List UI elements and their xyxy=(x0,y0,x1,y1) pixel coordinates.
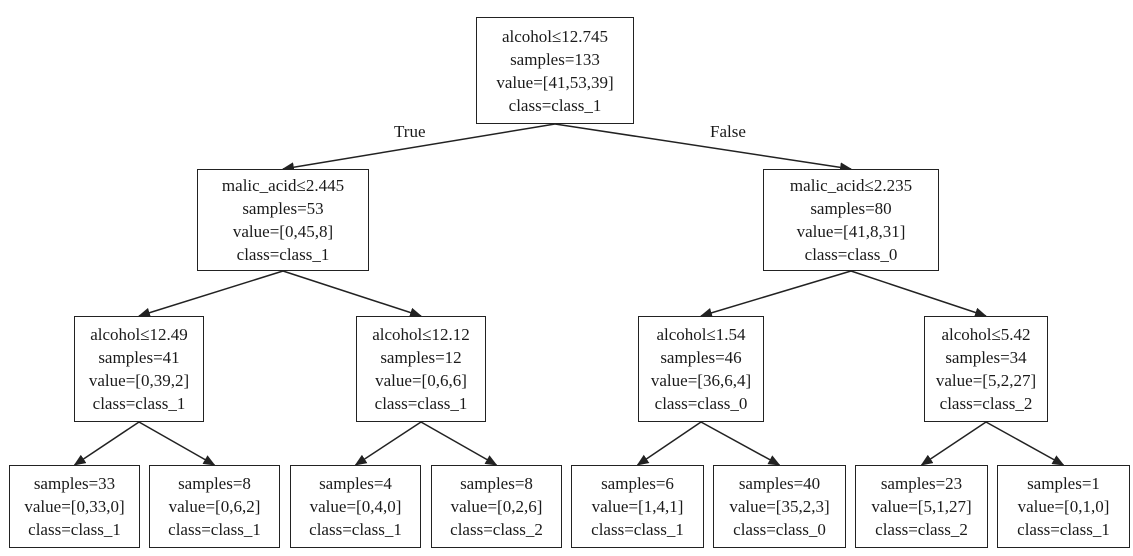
edge-root-r xyxy=(554,123,852,173)
edge-ll-lll xyxy=(73,421,140,466)
node-line: alcohol≤12.49 xyxy=(90,325,188,344)
node-line: samples=133 xyxy=(510,49,600,69)
node-rr: alcohol≤5.42 samples=34 value=[5,2,27] clas… xyxy=(924,316,1048,422)
edge-l-lr xyxy=(282,270,422,318)
node-line: class=class_2 xyxy=(939,394,1033,413)
node-line: samples=40 xyxy=(738,474,821,493)
edge-rr-rrr xyxy=(985,421,1065,466)
edge-rr-rrl xyxy=(920,421,987,466)
node-line: samples=80 xyxy=(810,199,892,218)
node-line: class=class_2 xyxy=(450,520,543,539)
node-line: malic_acid≤2.445 xyxy=(221,176,345,195)
node-rll: samples=6 value=[1,4,1] class=class_1 xyxy=(571,465,704,548)
node-line: samples=12 xyxy=(380,348,462,367)
node-line: class=class_1 xyxy=(92,394,186,413)
node-line: class=class_1 xyxy=(374,394,468,413)
node-rrr: samples=1 value=[0,1,0] class=class_1 xyxy=(997,465,1130,548)
node-l: malic_acid≤2.445 samples=53 value=[0,45,8]… xyxy=(197,169,369,271)
node-line: value=[1,4,1] xyxy=(591,497,684,516)
edge-r-rl xyxy=(700,270,852,318)
node-line: class=class_0 xyxy=(804,245,898,264)
node-line: samples=8 xyxy=(178,474,251,493)
node-lr: alcohol≤12.12 samples=12 value=[0,6,6] clas… xyxy=(356,316,486,422)
node-line: class=class_1 xyxy=(591,520,684,539)
edge-rl-rll xyxy=(636,421,702,466)
node-line: value=[41,8,31] xyxy=(796,222,906,241)
node-line: value=[0,4,0] xyxy=(309,497,402,516)
node-lrl: samples=4 value=[0,4,0] class=class_1 xyxy=(290,465,421,548)
node-line: alcohol≤12.12 xyxy=(372,325,470,344)
node-line: class=class_2 xyxy=(875,520,968,539)
node-line: class=class_1 xyxy=(236,245,330,264)
node-lll: samples=33 value=[0,33,0] class=class_1 xyxy=(9,465,140,548)
node-line: samples=6 xyxy=(601,474,674,493)
node-line: samples=23 xyxy=(880,474,963,493)
node-line: value=[0,33,0] xyxy=(24,497,125,516)
node-line: class=class_1 xyxy=(28,520,121,539)
node-line: class=class_0 xyxy=(654,394,748,413)
node-line: samples=53 xyxy=(242,199,324,218)
node-llr: samples=8 value=[0,6,2] class=class_1 xyxy=(149,465,280,548)
node-line: samples=1 xyxy=(1027,474,1100,493)
node-line: samples=41 xyxy=(98,348,180,367)
node-line: samples=8 xyxy=(460,474,533,493)
node-line: value=[41,53,39] xyxy=(496,72,614,92)
node-line: value=[36,6,4] xyxy=(650,371,752,390)
node-line: class=class_0 xyxy=(733,520,826,539)
edge-lr-lrl xyxy=(354,421,422,466)
edge-l-ll xyxy=(138,270,284,318)
node-rlr: samples=40 value=[35,2,3] class=class_0 xyxy=(713,465,846,548)
node-line: class=class_1 xyxy=(508,95,602,115)
node-line: samples=46 xyxy=(660,348,742,367)
node-line: class=class_1 xyxy=(168,520,261,539)
node-line: value=[0,6,2] xyxy=(168,497,261,516)
node-r: malic_acid≤2.235 samples=80 value=[41,8,31… xyxy=(763,169,939,271)
edge-root-l xyxy=(282,123,556,173)
edge-label-false: False xyxy=(710,122,746,141)
node-line: value=[5,2,27] xyxy=(935,371,1037,390)
node-line: alcohol≤12.745 xyxy=(501,26,609,46)
node-line: value=[0,39,2] xyxy=(88,371,190,390)
node-rrl: samples=23 value=[5,1,27] class=class_2 xyxy=(855,465,988,548)
node-rl: alcohol≤1.54 samples=46 value=[36,6,4] clas… xyxy=(638,316,764,422)
node-line: value=[5,1,27] xyxy=(871,497,972,516)
node-line: class=class_1 xyxy=(309,520,402,539)
node-line: value=[0,6,6] xyxy=(375,371,467,390)
node-line: alcohol≤1.54 xyxy=(656,325,746,344)
node-root: alcohol≤12.745 samples=133 value=[41,53,39… xyxy=(476,17,634,124)
node-line: value=[0,1,0] xyxy=(1017,497,1110,516)
edge-ll-llr xyxy=(138,421,216,466)
edge-r-rr xyxy=(850,270,987,318)
node-line: malic_acid≤2.235 xyxy=(789,176,913,195)
edge-lr-lrr xyxy=(420,421,498,466)
edge-rl-rlr xyxy=(700,421,781,466)
node-line: class=class_1 xyxy=(1017,520,1110,539)
node-line: samples=34 xyxy=(945,348,1027,367)
node-line: value=[0,2,6] xyxy=(450,497,543,516)
edge-label-true: True xyxy=(394,122,426,141)
node-ll: alcohol≤12.49 samples=41 value=[0,39,2] cla… xyxy=(74,316,204,422)
node-lrr: samples=8 value=[0,2,6] class=class_2 xyxy=(431,465,562,548)
node-line: alcohol≤5.42 xyxy=(941,325,1031,344)
node-line: value=[0,45,8] xyxy=(232,222,334,241)
node-line: samples=33 xyxy=(33,474,116,493)
node-line: value=[35,2,3] xyxy=(729,497,830,516)
node-line: samples=4 xyxy=(319,474,392,493)
